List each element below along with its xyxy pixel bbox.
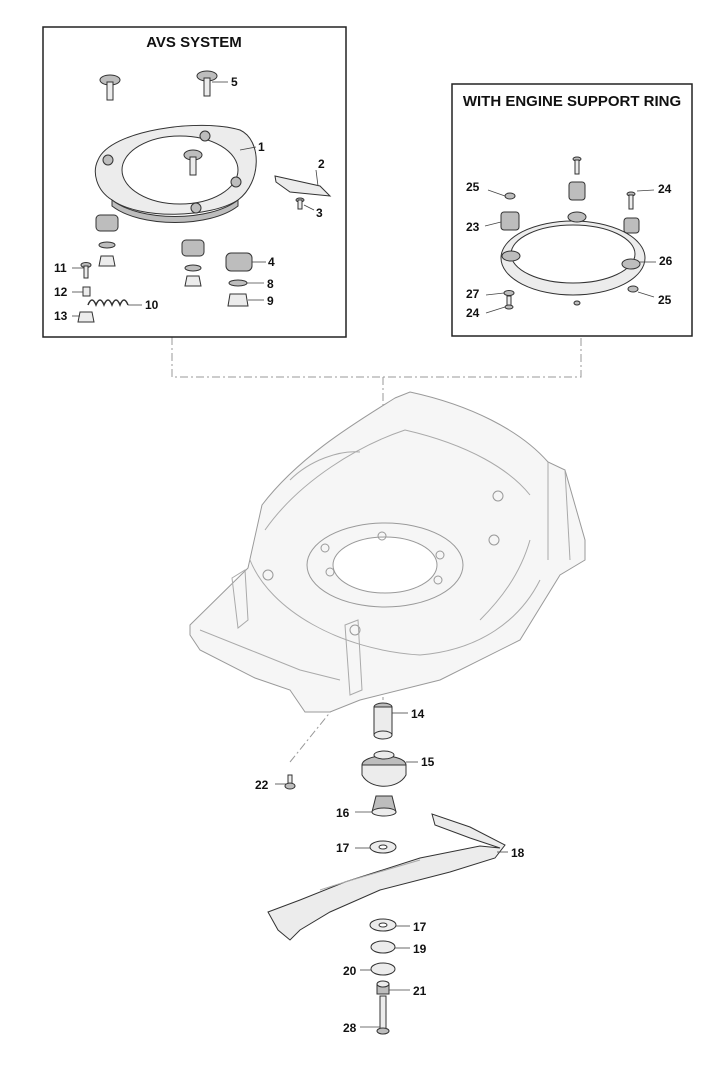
callout-8: 8	[267, 277, 274, 291]
callout-22: 22	[255, 778, 269, 792]
rubber-mount-left	[95, 214, 119, 267]
bush-part-9	[227, 293, 249, 307]
callout-16: 16	[336, 806, 350, 820]
engine-support-ring-box: WITH ENGINE SUPPORT RING	[451, 83, 693, 337]
callout-17-bottom: 17	[413, 920, 427, 934]
washer-part-20	[370, 962, 396, 976]
callout-12: 12	[54, 285, 68, 299]
adapter-part-14	[373, 702, 393, 740]
callout-28: 28	[343, 1021, 357, 1035]
rubber-mount-4	[225, 252, 253, 272]
callout-10: 10	[145, 298, 159, 312]
callout-25-top: 25	[466, 180, 480, 194]
washer-part-19	[370, 940, 396, 954]
callout-9: 9	[267, 294, 274, 308]
key-part-16	[371, 795, 397, 817]
avs-ring-part	[94, 124, 257, 223]
mushroom-bolt-center	[183, 149, 203, 176]
avs-system-box: AVS SYSTEM	[42, 26, 347, 338]
plate-part-2	[274, 175, 332, 197]
blade-assembly: 14 15 22 16 17 18 17 19 20 21 28	[255, 702, 525, 1035]
callout-15: 15	[421, 755, 435, 769]
bolt-part-11	[80, 262, 92, 279]
spacer-part-23	[500, 211, 520, 231]
bolt-part-28	[376, 995, 390, 1035]
callout-24-top: 24	[658, 182, 672, 196]
mushroom-bolt-left	[99, 74, 121, 101]
blade-part-18	[267, 813, 506, 941]
nut-part-25-bottom	[627, 285, 639, 293]
spacer-top	[568, 156, 586, 201]
nut-part-21	[376, 980, 390, 995]
callout-23: 23	[466, 220, 480, 234]
callout-17-top: 17	[336, 841, 350, 855]
callout-19: 19	[413, 942, 427, 956]
callout-5: 5	[231, 75, 238, 89]
washer-part-27	[503, 290, 515, 296]
blade-hub-part-15	[361, 750, 407, 787]
callout-20: 20	[343, 964, 357, 978]
avs-system-title: AVS SYSTEM	[146, 34, 242, 51]
callout-27: 27	[466, 287, 480, 301]
callout-24-bottom: 24	[466, 306, 480, 320]
bolt-part-24-top	[623, 191, 640, 234]
rubber-mount-center	[181, 239, 205, 287]
callout-13: 13	[54, 309, 68, 323]
engine-support-ring-title: WITH ENGINE SUPPORT RING	[463, 93, 681, 110]
callout-2: 2	[318, 157, 325, 171]
callout-26: 26	[659, 254, 673, 268]
spring-part-10	[87, 299, 129, 308]
screw-part-3	[295, 197, 305, 210]
callout-18: 18	[511, 846, 525, 860]
pin-part-12	[82, 286, 91, 297]
mushroom-bolt-5	[196, 70, 218, 97]
engine-support-ring-part	[500, 211, 646, 306]
mower-deck	[189, 391, 586, 713]
callout-25-bottom: 25	[658, 293, 672, 307]
washer-part-8	[228, 279, 248, 287]
callout-21: 21	[413, 984, 427, 998]
nut-part-13	[77, 311, 95, 323]
callout-11: 11	[54, 261, 67, 275]
callout-1: 1	[258, 140, 265, 154]
screw-part-22	[284, 774, 296, 790]
callout-4: 4	[268, 255, 275, 269]
callout-14: 14	[411, 707, 425, 721]
callout-3: 3	[316, 206, 323, 220]
nut-part-25-top	[504, 192, 516, 200]
